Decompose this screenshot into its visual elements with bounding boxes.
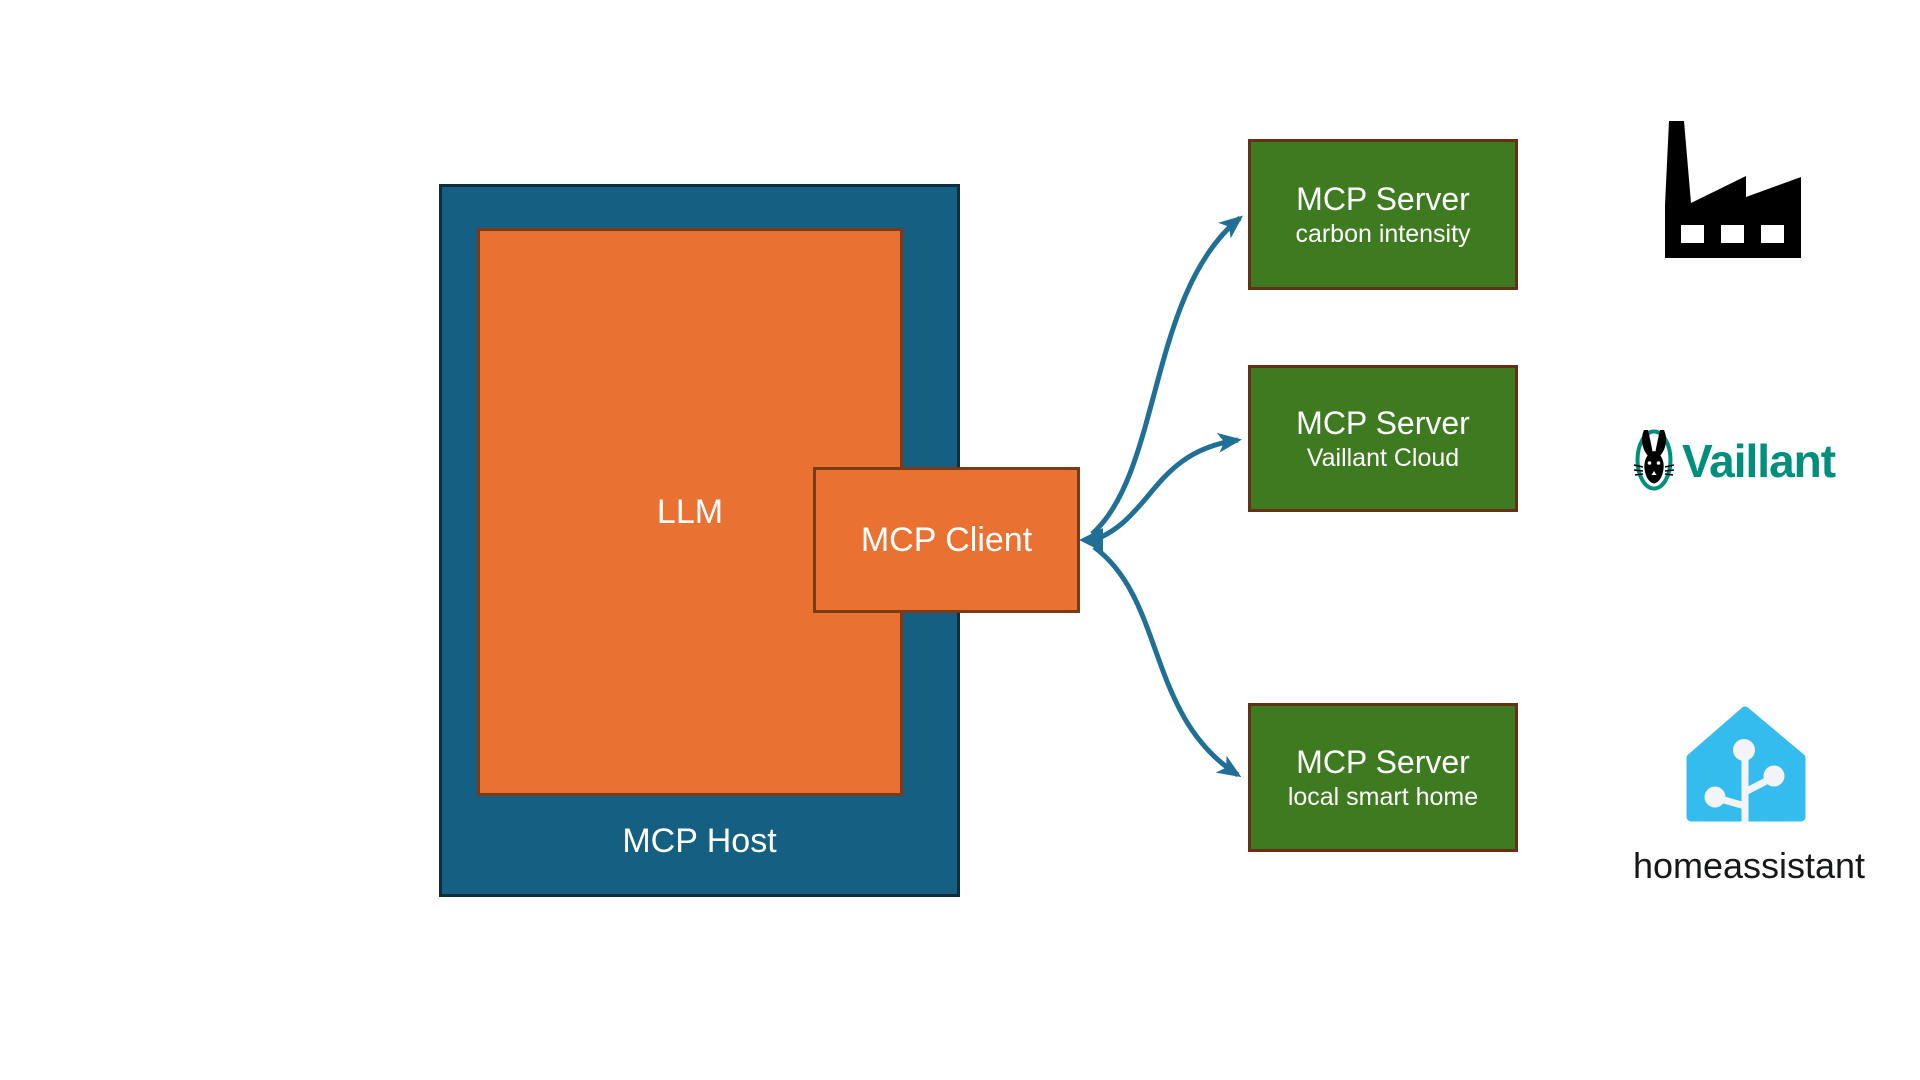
factory-icon <box>1665 121 1801 258</box>
home-assistant-icon <box>1686 706 1806 825</box>
arrow-client-to-local-smart-home <box>1092 544 1242 778</box>
mcp-server-carbon-intensity-box: MCP Server carbon intensity <box>1248 139 1518 290</box>
mcp-server-local-smart-home-box: MCP Server local smart home <box>1248 703 1518 852</box>
homeassistant-label: homeassistant <box>1632 845 1866 886</box>
mcp-client-box: MCP Client <box>813 467 1080 613</box>
server-title: MCP Server <box>1296 181 1470 217</box>
mcp-host-label: MCP Host <box>622 822 777 860</box>
mcp-client-label: MCP Client <box>860 521 1033 559</box>
server-subtitle: Vaillant Cloud <box>1306 444 1460 472</box>
arrow-client-to-carbon-intensity <box>1090 215 1244 536</box>
arrow-client-to-vaillant-cloud <box>1091 432 1242 544</box>
vaillant-logo-icon <box>1633 429 1675 491</box>
arrowhead-into-client <box>1079 528 1103 552</box>
server-subtitle: carbon intensity <box>1295 220 1471 248</box>
vaillant-wordmark: Vaillant <box>1682 435 1836 487</box>
llm-label: LLM <box>656 493 724 531</box>
server-title: MCP Server <box>1296 405 1470 441</box>
server-title: MCP Server <box>1296 744 1470 780</box>
client-server-arrows <box>1079 215 1244 778</box>
mcp-server-vaillant-cloud-box: MCP Server Vaillant Cloud <box>1248 365 1518 512</box>
server-subtitle: local smart home <box>1287 783 1479 811</box>
